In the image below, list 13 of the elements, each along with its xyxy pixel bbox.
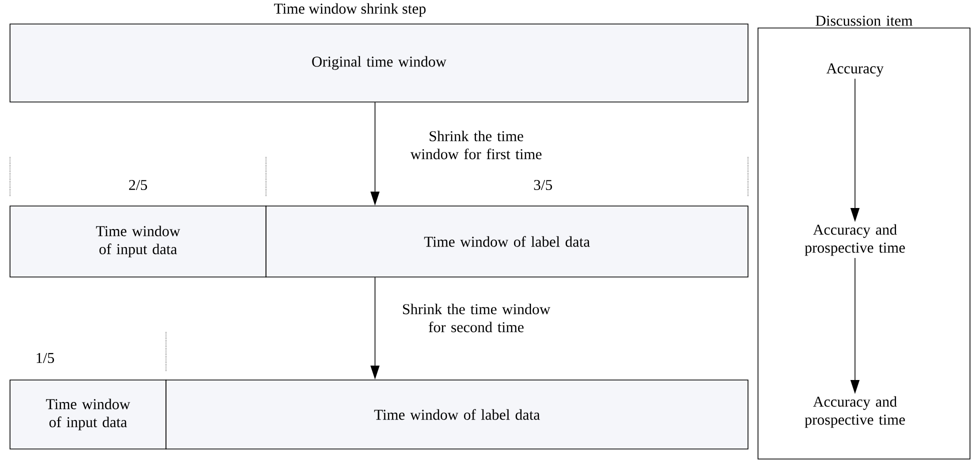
process-box: Time window of input data bbox=[10, 206, 266, 278]
fraction-label: 1/5 bbox=[36, 352, 54, 363]
edge-label: Shrink the time window for second time bbox=[403, 304, 550, 332]
process-box: Time window of label data bbox=[266, 206, 748, 278]
process-box: Time window of input data bbox=[10, 380, 166, 450]
node-label: Discussion item bbox=[816, 16, 913, 26]
item-text: Accuracy bbox=[826, 63, 884, 77]
process-box: Original time window bbox=[10, 24, 748, 102]
item-text: Accuracy and prospective time bbox=[804, 396, 905, 428]
item-text: Accuracy and prospective time bbox=[804, 224, 905, 256]
edge-label: Shrink the time window for first time bbox=[410, 130, 542, 160]
fraction-label: 3/5 bbox=[534, 180, 552, 190]
fraction-label: 2/5 bbox=[129, 180, 148, 190]
